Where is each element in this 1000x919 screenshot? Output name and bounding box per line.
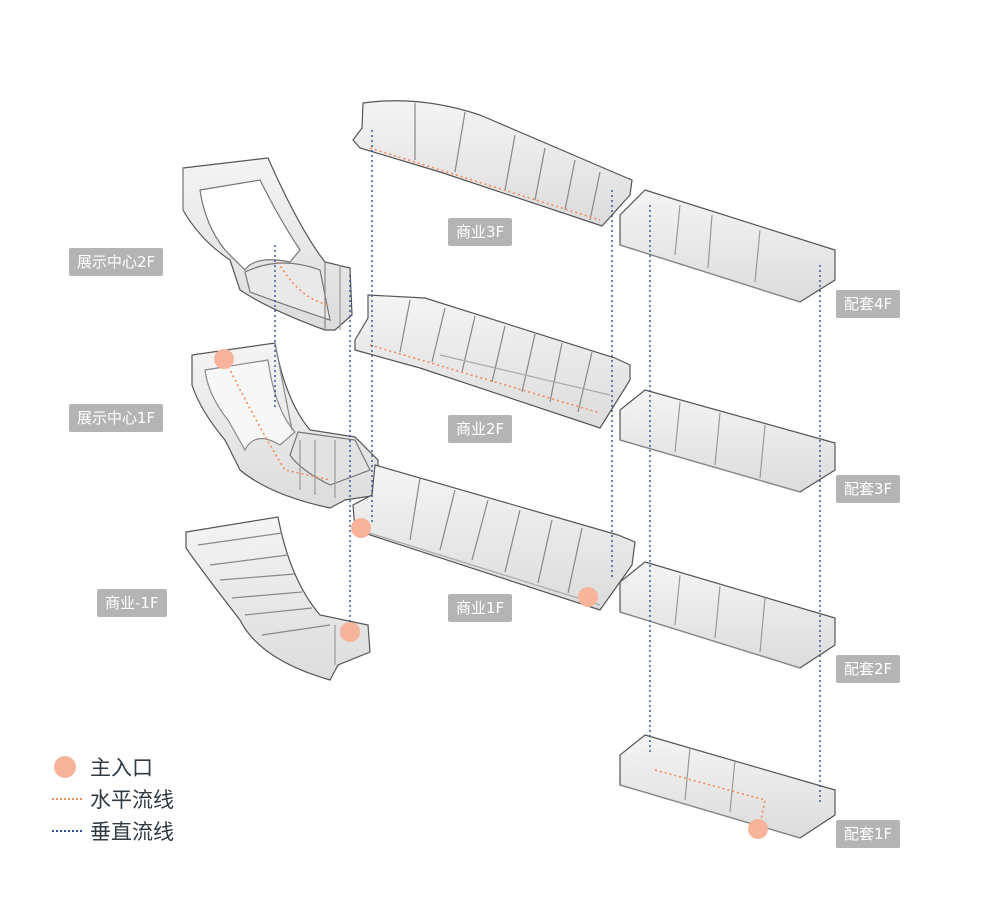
label-support-4f: 配套4F — [836, 290, 901, 318]
label-commercial-3f: 商业3F — [448, 218, 513, 246]
entrance-dot — [340, 622, 360, 642]
label-support-3f: 配套3F — [836, 475, 901, 503]
vertical-flow-lines — [274, 130, 821, 805]
vertical-line-icon — [50, 817, 90, 845]
entrance-dot-icon — [50, 753, 90, 781]
entrance-dot — [214, 349, 234, 369]
label-commercial-b1: 商业-1F — [97, 589, 167, 617]
support-4f-plan — [619, 189, 836, 303]
label-support-2f: 配套2F — [836, 655, 901, 683]
legend-entrance-text: 主入口 — [90, 756, 153, 780]
commercial-b1-plan — [185, 516, 371, 681]
support-3f-plan — [619, 389, 836, 493]
legend-entrance: 主入口 — [50, 753, 153, 781]
entrance-dot — [351, 518, 371, 538]
horizontal-line-swatch — [52, 798, 82, 800]
entrance-dot — [748, 819, 768, 839]
legend-vertical-text: 垂直流线 — [90, 820, 174, 844]
label-support-1f: 配套1F — [836, 820, 901, 848]
support-2f-plan — [619, 561, 836, 669]
entrance-dot — [578, 587, 598, 607]
legend-horizontal-text: 水平流线 — [90, 788, 174, 812]
label-commercial-2f: 商业2F — [448, 415, 513, 443]
label-commercial-1f: 商业1F — [448, 594, 513, 622]
label-exhibit-1f: 展示中心1F — [69, 404, 164, 432]
vertical-line-swatch — [52, 830, 82, 832]
support-1f-plan — [619, 734, 836, 839]
commercial-2f-plan — [354, 294, 631, 429]
commercial-3f-plan — [352, 100, 633, 227]
exhibit-2f-plan — [182, 157, 353, 331]
horizontal-line-icon — [50, 785, 90, 813]
commercial-1f-plan — [352, 464, 636, 611]
legend-vertical: 垂直流线 — [50, 817, 174, 845]
horizontal-flow-lines — [225, 147, 766, 826]
label-exhibit-2f: 展示中心2F — [69, 248, 164, 276]
entrance-dot-swatch — [54, 756, 76, 778]
main-entrance-dots — [214, 349, 768, 839]
legend-horizontal: 水平流线 — [50, 785, 174, 813]
